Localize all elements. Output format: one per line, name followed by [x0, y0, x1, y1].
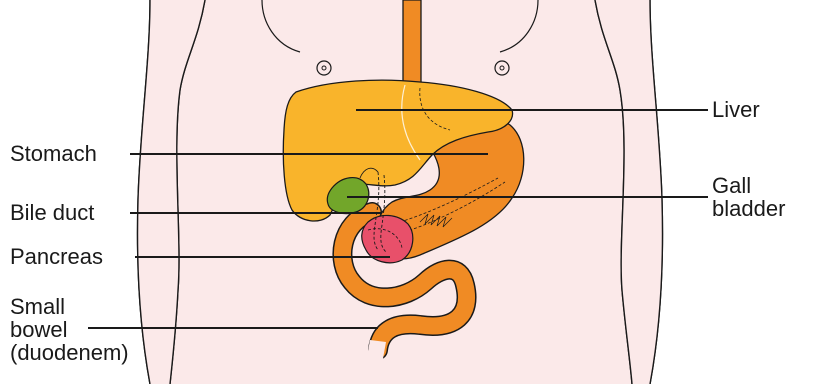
small-bowel-label-line1: Small [10, 295, 129, 318]
small-bowel-label: Small bowel (duodenem) [10, 295, 129, 364]
small-bowel-label-line2: bowel [10, 318, 129, 341]
stomach-label: Stomach [10, 142, 97, 165]
bile-duct-label-text: Bile duct [10, 200, 94, 225]
gall-bladder-label-line2: bladder [712, 197, 785, 220]
stomach-label-text: Stomach [10, 141, 97, 166]
gall-bladder-label: Gall bladder [712, 174, 785, 220]
liver-label: Liver [712, 98, 760, 121]
small-bowel-label-line3: (duodenem) [10, 341, 129, 364]
pancreas [362, 215, 413, 262]
liver-label-text: Liver [712, 97, 760, 122]
pancreas-label-text: Pancreas [10, 244, 103, 269]
bile-duct-label: Bile duct [10, 201, 94, 224]
gall-bladder-label-line1: Gall [712, 174, 785, 197]
pancreas-label: Pancreas [10, 245, 103, 268]
